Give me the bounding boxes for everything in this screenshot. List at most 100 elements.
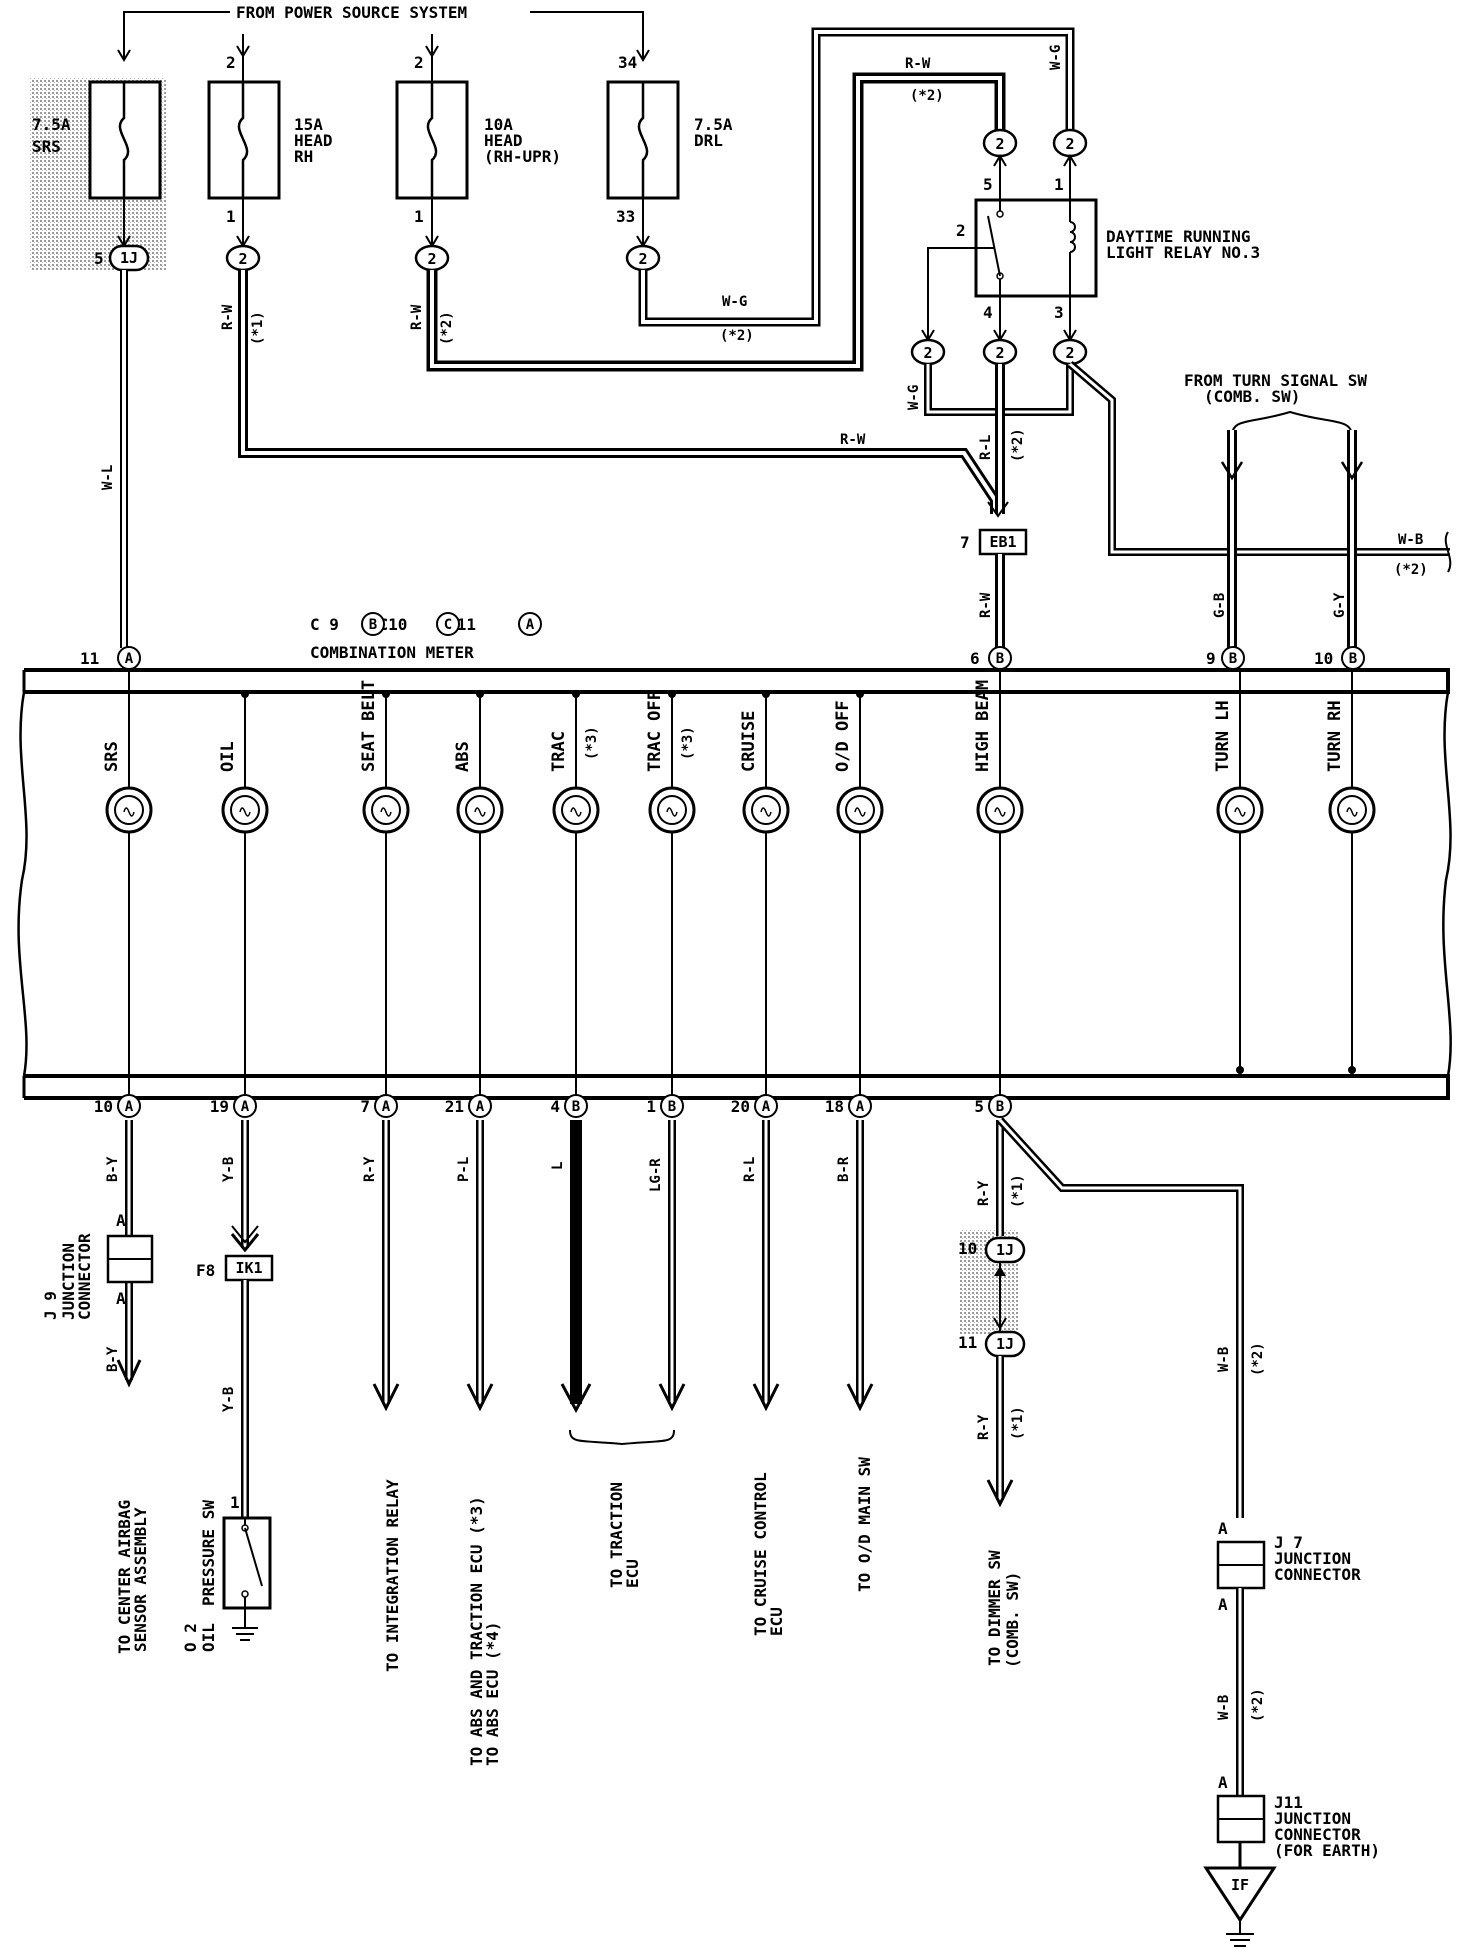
wire-note2-e: (*2) bbox=[1394, 562, 1428, 578]
dest-airbag-line2: SENSOR ASSEMBLY bbox=[131, 1507, 150, 1652]
lamp-high-beam: HIGH BEAM bbox=[973, 670, 1024, 1098]
wire-r-w-1: R-W (*1) R-W bbox=[220, 270, 1000, 514]
wire-b-r-label: B-R bbox=[836, 1156, 852, 1182]
lamp-oil: OIL bbox=[218, 690, 269, 1098]
j9-line2: CONNECTOR bbox=[75, 1233, 94, 1320]
fuse-drl: 34 7.5A DRL 33 2 bbox=[606, 53, 733, 272]
lamp-label: TURN LH bbox=[1213, 700, 1233, 772]
wire-note2-d: (*2) bbox=[1010, 428, 1026, 462]
bottom-pin-num: 5 bbox=[974, 1097, 984, 1116]
j11-line3: (FOR EARTH) bbox=[1274, 1841, 1380, 1860]
j11-name: J11 bbox=[1274, 1793, 1303, 1812]
wire-w-g-label-c: W-G bbox=[906, 385, 922, 410]
wire-r-l-label: R-L bbox=[978, 435, 994, 460]
wire-p-l-label: P-L bbox=[456, 1157, 472, 1182]
bottom-pin-letter: B bbox=[668, 1099, 676, 1115]
fuse-head-upr-in-pin: 2 bbox=[414, 53, 424, 72]
relay-name-line1: DAYTIME RUNNING bbox=[1106, 227, 1251, 246]
lamp-label: TRAC bbox=[549, 731, 569, 772]
dimmer-conn-pin-top: 10 bbox=[958, 1239, 977, 1258]
oil-pressure-switch: 1 O 2 OIL PRESSURE SW bbox=[181, 1493, 272, 1652]
j7-pin-a2: A bbox=[1218, 1595, 1228, 1614]
oil-sw-line2: PRESSURE SW bbox=[199, 1500, 218, 1606]
bottom-pin-num: 4 bbox=[550, 1097, 560, 1116]
meter-title: COMBINATION METER bbox=[310, 643, 474, 662]
fuse-head-upr-name2: (RH-UPR) bbox=[484, 147, 561, 166]
relay-connectors-top: 2 2 bbox=[982, 128, 1088, 200]
bottom-pin-num: 19 bbox=[210, 1097, 229, 1116]
lamp-seat-belt: SEAT BELT bbox=[359, 680, 410, 1098]
bottom-pin-num: 10 bbox=[94, 1097, 113, 1116]
wire-r-y-label-3: R-Y bbox=[976, 1414, 992, 1440]
lamp-turn-rh: TURN RH bbox=[1325, 670, 1376, 1074]
wire-r-w-label-3: R-W bbox=[978, 592, 994, 618]
top-pin-10-letter: B bbox=[1349, 651, 1357, 667]
wire-lg-r-label: LG-R bbox=[648, 1158, 664, 1192]
j7-name: J 7 bbox=[1274, 1533, 1303, 1552]
wire-w-b-label-2: W-B bbox=[1216, 1347, 1232, 1372]
lamp-label: SEAT BELT bbox=[359, 680, 379, 772]
bottom-pin-num: 20 bbox=[731, 1097, 750, 1116]
meter-connector-title: C 9,C10,C11 B C A COMBINATION METER bbox=[310, 612, 542, 662]
earth-point bbox=[1203, 1866, 1277, 1923]
fuse-head-rh-upr: 2 10A HEAD (RH-UPR) 1 2 bbox=[395, 34, 561, 272]
lamp-cruise: CRUISE bbox=[739, 690, 790, 1098]
fuse-head-rh-name: HEAD bbox=[294, 131, 333, 150]
lamp-label: ABS bbox=[453, 741, 473, 772]
dest-airbag-line1: TO CENTER AIRBAG bbox=[115, 1500, 134, 1654]
dest-traction-line2: ECU bbox=[623, 1559, 642, 1588]
dimmer-conn-top-label: 1J bbox=[996, 1241, 1014, 1259]
oil-sw-pin: 1 bbox=[230, 1493, 240, 1512]
lamp-label: CRUISE bbox=[739, 711, 759, 772]
fuse-head-upr-out-pin: 1 bbox=[414, 207, 424, 226]
fuse-drl-name: DRL bbox=[694, 131, 723, 150]
lamp-srs: SRS bbox=[102, 670, 153, 1098]
lamp-trac-off: TRAC OFF(*3) bbox=[645, 690, 696, 1098]
j7-line2: CONNECTOR bbox=[1274, 1565, 1361, 1584]
fuse-head-rh-amp: 15A bbox=[294, 115, 323, 134]
fuse-drl-out-pin: 33 bbox=[616, 207, 635, 226]
wire-r-w-2: R-W (*2) R-W (*2) bbox=[409, 56, 1006, 372]
wire-note1-c: (*1) bbox=[1010, 1406, 1026, 1440]
fuse-srs-amp: 7.5A bbox=[32, 115, 71, 134]
top-pin-6: 6 bbox=[970, 649, 980, 668]
fuse-head-rh-name2: RH bbox=[294, 147, 313, 166]
fuse-head-rh-out-pin: 1 bbox=[226, 207, 236, 226]
meter-conn-c9: C 9 bbox=[310, 615, 339, 634]
top-pin-9-letter: B bbox=[1229, 651, 1237, 667]
j9-line1: JUNCTION bbox=[59, 1243, 78, 1320]
wire-g-y-label: G-Y bbox=[1332, 592, 1348, 618]
bottom-pin: 10 A bbox=[94, 1094, 141, 1118]
wire-b-y-label-2: B-Y bbox=[105, 1346, 121, 1372]
ik1-label: IK1 bbox=[235, 1259, 262, 1277]
lamp-note: (*3) bbox=[584, 726, 600, 760]
fuse-head-upr-conn: 2 bbox=[427, 250, 436, 268]
top-pin-10: 10 bbox=[1314, 649, 1333, 668]
power-source-feed: FROM POWER SOURCE SYSTEM bbox=[117, 3, 650, 62]
relay-conn-1: 2 bbox=[1065, 135, 1074, 153]
meter-lamps: SRS OIL SEAT BELT ABS TRAC (*3) TRAC OFF(*3) CR… bbox=[102, 670, 1376, 1098]
junction-j9: A A J 9 JUNCTION CONNECTOR bbox=[41, 1211, 154, 1320]
bottom-pin-letter: A bbox=[476, 1099, 485, 1115]
connector-1j bbox=[108, 244, 150, 272]
turn-signal-inputs: FROM TURN SIGNAL SW (COMB. SW) G-B G-Y bbox=[1184, 371, 1367, 648]
fuse-head-upr-name: HEAD bbox=[484, 131, 523, 150]
destination-labels: TO CENTER AIRBAG SENSOR ASSEMBLY TO INTE… bbox=[115, 1457, 1022, 1766]
wire-note2-g: (*2) bbox=[1250, 1688, 1266, 1722]
bottom-pin-letter: A bbox=[856, 1099, 865, 1115]
dest-traction-line1: TO TRACTION bbox=[607, 1482, 626, 1588]
dest-cruise-line2: ECU bbox=[767, 1607, 786, 1636]
wire-w-g-label: W-G bbox=[722, 294, 747, 310]
wire-r-y-label-1: R-Y bbox=[362, 1156, 378, 1182]
relay-conn-5: 2 bbox=[995, 135, 1004, 153]
j7-pin-a1: A bbox=[1218, 1519, 1228, 1538]
bottom-pin-num: 1 bbox=[646, 1097, 656, 1116]
bottom-pin-letter: A bbox=[125, 1099, 134, 1115]
wire-b-y-label-1: B-Y bbox=[105, 1156, 121, 1182]
turn-signal-line1: FROM TURN SIGNAL SW bbox=[1184, 371, 1367, 390]
connector-1j-label: 1J bbox=[120, 249, 138, 267]
